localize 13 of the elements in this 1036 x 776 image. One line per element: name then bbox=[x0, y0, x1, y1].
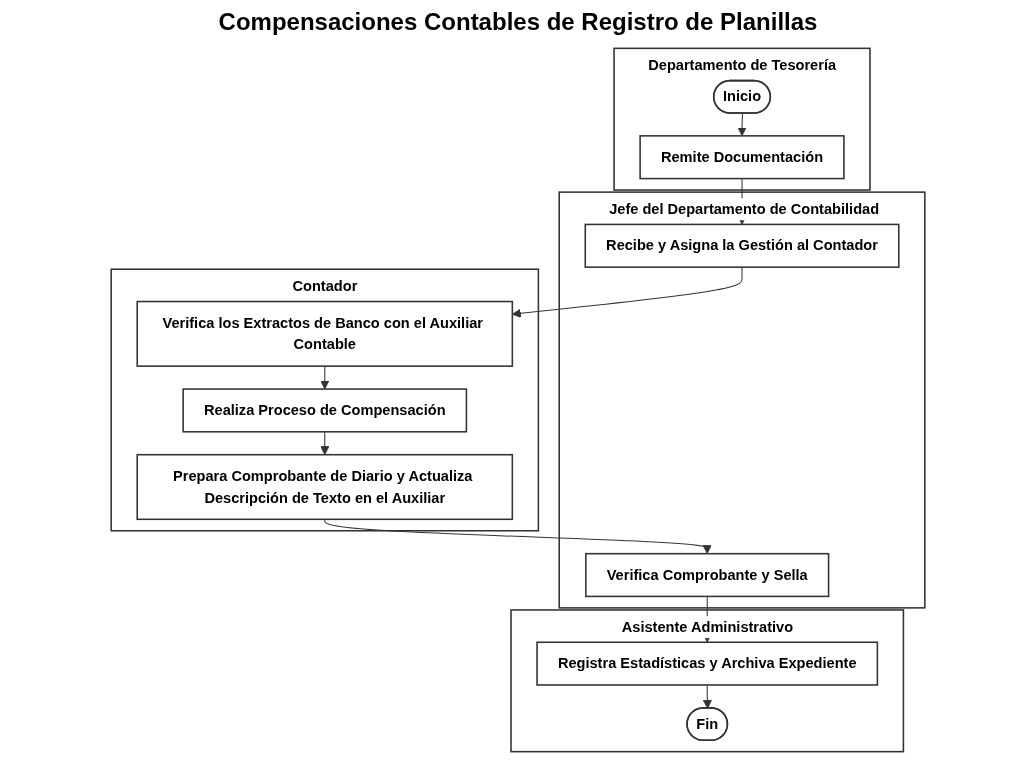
arrow bbox=[320, 365, 330, 390]
diagram-title: Compensaciones Contables de Registro de Planillas bbox=[217, 8, 819, 36]
node-box: Verifica los Extractos de Banco con el Auxiliar Contable bbox=[136, 300, 514, 367]
node-box: Remite Documentación bbox=[639, 135, 845, 180]
node-box: Prepara Comprobante de Diario y Actualiza Descripción de Texto en el Auxiliar bbox=[136, 453, 514, 521]
node-box: Registra Estadísticas y Archiva Expediente bbox=[536, 641, 879, 686]
node-box: Recibe y Asigna la Gestión al Contador bbox=[584, 223, 900, 268]
arrow bbox=[320, 431, 330, 456]
arrow bbox=[324, 518, 712, 555]
node-box: Realiza Proceso de Compensación bbox=[182, 388, 468, 433]
arrow bbox=[702, 684, 712, 709]
arrow bbox=[737, 112, 747, 137]
node-box: Verifica Comprobante y Sella bbox=[585, 552, 830, 598]
